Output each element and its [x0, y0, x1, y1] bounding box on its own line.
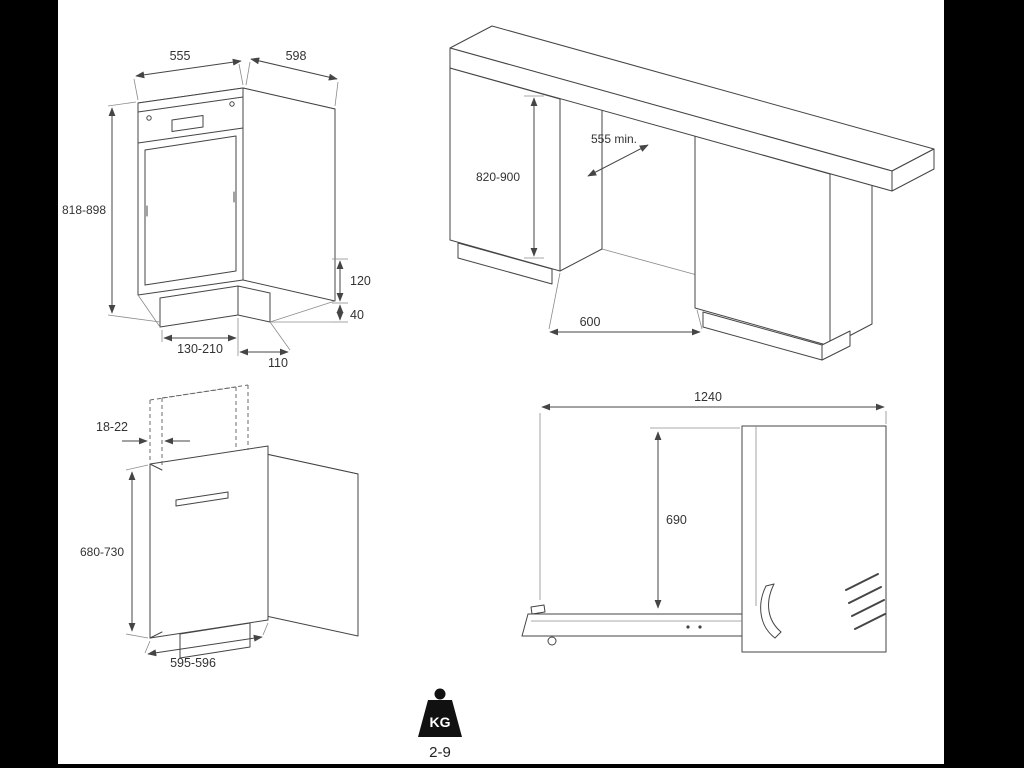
- dim-overall-depth-label: 1240: [694, 390, 722, 404]
- door-hinge-link: [760, 583, 782, 639]
- drawing-semi-integrated-dishwasher: 555 598 818-898 120 40 130-210 110: [62, 49, 371, 370]
- dishwasher-side-panel: [741, 425, 887, 653]
- letterbox-right: [944, 0, 1024, 768]
- letterbox-bottom: [0, 764, 1024, 768]
- door-handle: [175, 491, 229, 507]
- weight-value: 2-9: [429, 744, 451, 761]
- dim-plinth-depth-label: 110: [268, 356, 288, 370]
- dim-panel-width-label: 595-596: [170, 656, 216, 670]
- dim-door-height-label: 690: [666, 513, 687, 527]
- dim-height-label: 818-898: [62, 203, 106, 217]
- drawing-installation-niche: 820-900 555 min. 600: [449, 25, 935, 361]
- dim-niche-width-label: 600: [580, 315, 601, 329]
- dim-niche-height-label: 820-900: [476, 170, 520, 184]
- dim-panel-height-label: 680-730: [80, 545, 124, 559]
- weight-icon: KG: [418, 688, 462, 737]
- letterbox-left: [0, 0, 58, 768]
- dim-niche-depth-label: 555 min.: [591, 132, 637, 146]
- dim-plinth-range-label: 130-210: [177, 342, 223, 356]
- dishwasher-door: [144, 135, 237, 286]
- weight-knob: [434, 688, 446, 700]
- dim-depth-label: 598: [286, 49, 307, 63]
- dim-width-label: 555: [170, 49, 191, 63]
- dim-base-setback-label: 40: [350, 308, 364, 322]
- hinge-slats: [845, 573, 886, 630]
- weight-body: [418, 700, 462, 737]
- screw-icon: [146, 115, 152, 121]
- open-door: [521, 604, 743, 646]
- dim-base-height-label: 120: [350, 274, 371, 288]
- furniture-door-panel: [149, 445, 269, 639]
- drawing-fully-integrated-dishwasher: 18-22 680-730 595-596: [80, 384, 359, 670]
- dim-panel-thickness-label: 18-22: [96, 420, 128, 434]
- weight-unit-label: KG: [430, 714, 451, 730]
- door-roller: [547, 636, 557, 646]
- drawing-door-open-clearance: 1240 690: [521, 390, 887, 653]
- screw-icon: [229, 101, 235, 107]
- control-display: [171, 115, 204, 132]
